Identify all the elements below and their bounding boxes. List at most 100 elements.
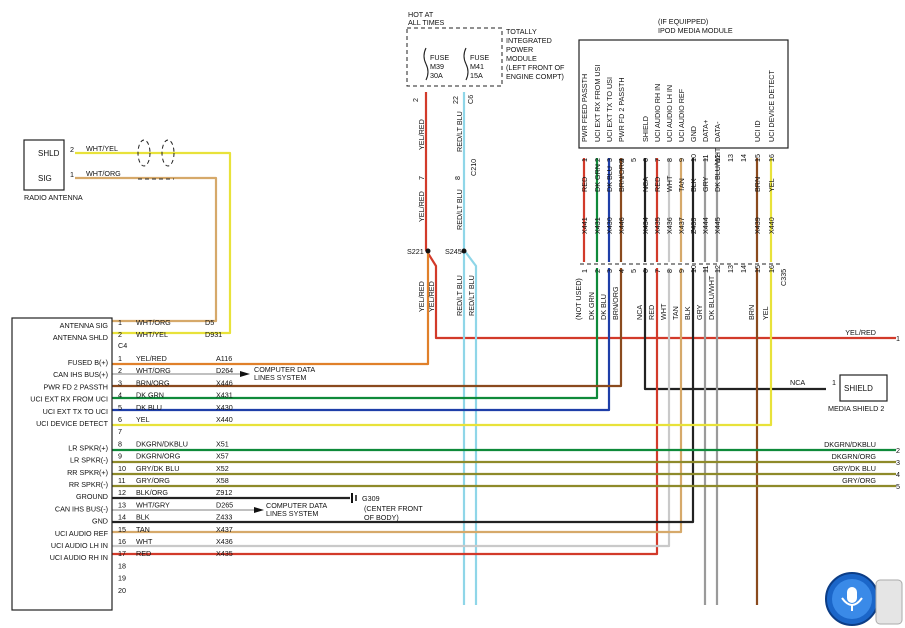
ground-desc-line-1: OF BODY) <box>364 513 399 522</box>
media-shield-caption: MEDIA SHIELD 2 <box>828 404 884 413</box>
radio-pin-num-11: 11 <box>118 476 125 485</box>
radio-pin-wire-2: WHT/ORG <box>136 366 171 375</box>
ipod-func-11: DATA+ <box>701 120 710 142</box>
wire-ipod-lower-4 <box>112 268 623 388</box>
radio-pin-label-2: CAN IHS BUS(+) <box>53 370 108 379</box>
ipod-func-15: UCI ID <box>753 120 762 142</box>
media-shield-box <box>839 374 888 402</box>
computer-data-2-line-0: COMPUTER DATA <box>266 501 327 510</box>
c210-name: C210 <box>469 159 478 176</box>
fuse-pin-left: 2 <box>411 98 420 102</box>
ipod-circuit-4: X446 <box>617 217 626 234</box>
fuse-box-label-line-2: POWER <box>506 45 533 54</box>
ipod-pin-14: 14 <box>739 154 748 162</box>
fuse-wire-left-2: YEL/RED <box>417 191 426 222</box>
ipod-lower-pin-6: 6 <box>641 269 650 273</box>
radio-pin-circuit-5: X430 <box>216 403 233 412</box>
side-panel-tab[interactable] <box>875 579 903 625</box>
ipod-lower-wire-9: TAN <box>671 306 680 320</box>
radio-pin-circuit-2: D264 <box>216 366 233 375</box>
wire-ipod-shield <box>643 268 826 391</box>
radio-pin-num-13: 13 <box>118 500 126 509</box>
antenna-pin-label-1: SIG <box>38 174 52 183</box>
radio-pin-circuit-14: Z433 <box>216 513 232 522</box>
radio-pin-label-12: GROUND <box>76 492 108 501</box>
ipod-circuit-1: X441 <box>580 217 589 234</box>
ipod-func-12: DATA- <box>713 121 722 142</box>
ipod-func-10: GND <box>689 126 698 142</box>
right-exit-num-3: 3 <box>896 458 900 467</box>
radio-top-wire-1: WHT/YEL <box>136 330 168 339</box>
ground-name: G309 <box>362 494 380 503</box>
ipod-pin-10: 10 <box>689 154 698 162</box>
ipod-lower-wire-8: WHT <box>659 303 668 320</box>
ipod-lower-pin-16: 16 <box>767 265 776 273</box>
computer-data-arrow-2 <box>254 507 264 513</box>
ipod-wire-11: GRY <box>701 176 710 192</box>
ipod-lower-wire-3: DK BLU <box>599 294 608 320</box>
antenna-pin-num-0: 2 <box>70 145 74 154</box>
right-exit-label-2: DKGRN/DKBLU <box>824 440 876 449</box>
ipod-lower-pin-9: 9 <box>677 269 686 273</box>
fuse-wire-left: YEL/RED <box>417 119 426 150</box>
ipod-pin-4: 4 <box>617 158 626 162</box>
fuse-1-line-1: M41 <box>470 62 484 71</box>
wire-antenna-shld <box>75 151 232 335</box>
wire-yel-red-feed <box>424 92 896 340</box>
fuse-wire-right-4: RED/LT BLU <box>467 275 476 316</box>
ipod-lower-pin-11: 11 <box>701 266 710 273</box>
fuse-wire-left-3: YEL/RED <box>417 281 426 312</box>
radio-top-num-0: 1 <box>118 318 122 327</box>
fuse-1-line-0: FUSE <box>470 53 489 62</box>
ipod-lower-wire-12: DK BLU/WHT <box>707 275 716 320</box>
radio-pin-wire-10: GRY/DK BLU <box>136 464 179 473</box>
radio-pin-wire-1: YEL/RED <box>136 354 167 363</box>
ipod-wire-16: YEL <box>767 178 776 192</box>
ipod-func-4: PWR FD 2 PASSTH <box>617 77 626 142</box>
ipod-pin-3: 3 <box>605 158 614 162</box>
ipod-pin-6: 6 <box>641 158 650 162</box>
ipod-pin-11: 11 <box>701 155 710 162</box>
antenna-box <box>23 139 65 191</box>
fuse-box-label-line-1: INTEGRATED <box>506 36 552 45</box>
hot-at-all-times-line-0: HOT AT <box>408 10 434 19</box>
radio-pin-wire-8: DKGRN/DKBLU <box>136 439 188 448</box>
radio-pin-circuit-9: X57 <box>216 452 229 461</box>
ipod-lower-pin-1: 1 <box>580 269 589 273</box>
wire-fused-b <box>112 250 430 366</box>
ipod-lower-wire-2: DK GRN <box>587 292 596 320</box>
voice-assistant-button[interactable] <box>825 572 879 626</box>
right-exit-num-4: 4 <box>896 470 900 479</box>
antenna-pin-num-1: 1 <box>70 170 74 179</box>
wire-red-ltblu-b <box>463 249 478 605</box>
ipod-wire-9: TAN <box>677 178 686 192</box>
radio-pin-label-3: PWR FD 2 PASSTH <box>43 382 108 391</box>
fuse-symbol-0 <box>423 47 429 81</box>
ipod-func-3: UCI EXT TX TO USI <box>605 77 614 142</box>
ipod-wire-7: RED <box>653 177 662 192</box>
antenna-pin-label-0: SHLD <box>38 149 60 158</box>
radio-pin-circuit-11: X58 <box>216 476 229 485</box>
radio-pin-circuit-12: Z912 <box>216 488 232 497</box>
ipod-lower-wire-11: GRY <box>695 304 704 320</box>
shield-loop-a <box>137 139 151 167</box>
radio-pin-circuit-8: X51 <box>216 439 229 448</box>
radio-top-wire-0: WHT/ORG <box>136 318 171 327</box>
right-exit-num-2: 2 <box>896 446 900 455</box>
radio-pin-wire-6: YEL <box>136 415 150 424</box>
radio-pin-wire-16: WHT <box>136 537 153 546</box>
ipod-circuit-12: X445 <box>713 217 722 234</box>
media-shield-name: SHIELD <box>844 384 873 393</box>
ipod-lower-wire-16: YEL <box>761 306 770 320</box>
radio-connector: C4 <box>118 341 127 350</box>
radio-pin-num-14: 14 <box>118 513 126 522</box>
ipod-circuit-15: X439 <box>753 217 762 234</box>
ipod-circuit-7: X435 <box>653 217 662 234</box>
radio-pin-label-8: LR SPKR(+) <box>68 443 108 452</box>
ipod-pin-1: 1 <box>580 158 589 162</box>
ipod-lower-pin-5: 5 <box>629 269 638 273</box>
computer-data-2-line-1: LINES SYSTEM <box>266 509 318 518</box>
wire-ipod-lower-9 <box>112 268 683 534</box>
radio-pin-circuit-6: X440 <box>216 415 233 424</box>
fuse-0-line-0: FUSE <box>430 53 449 62</box>
